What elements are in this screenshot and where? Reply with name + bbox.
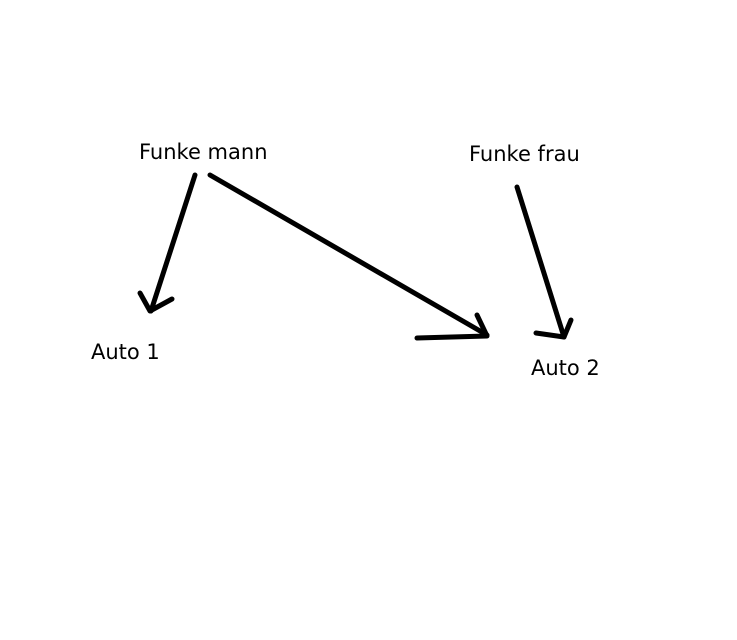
arrow-funke-mann-to-auto-1 [137,172,198,314]
node-auto-2: Auto 2 [531,356,600,380]
node-funke-mann: Funke mann [139,140,268,164]
arrow-head [533,317,574,340]
node-auto-1: Auto 1 [91,340,160,364]
node-funke-frau: Funke frau [469,142,580,166]
arrow-head [137,290,175,314]
arrow-shaft [207,172,490,338]
arrow-funke-mann-to-auto-2 [207,172,490,341]
arrow-funke-frau-to-auto-2 [514,184,574,340]
arrow-shaft [148,172,198,314]
arrow-shaft [514,184,567,340]
arrow-head [414,312,490,341]
